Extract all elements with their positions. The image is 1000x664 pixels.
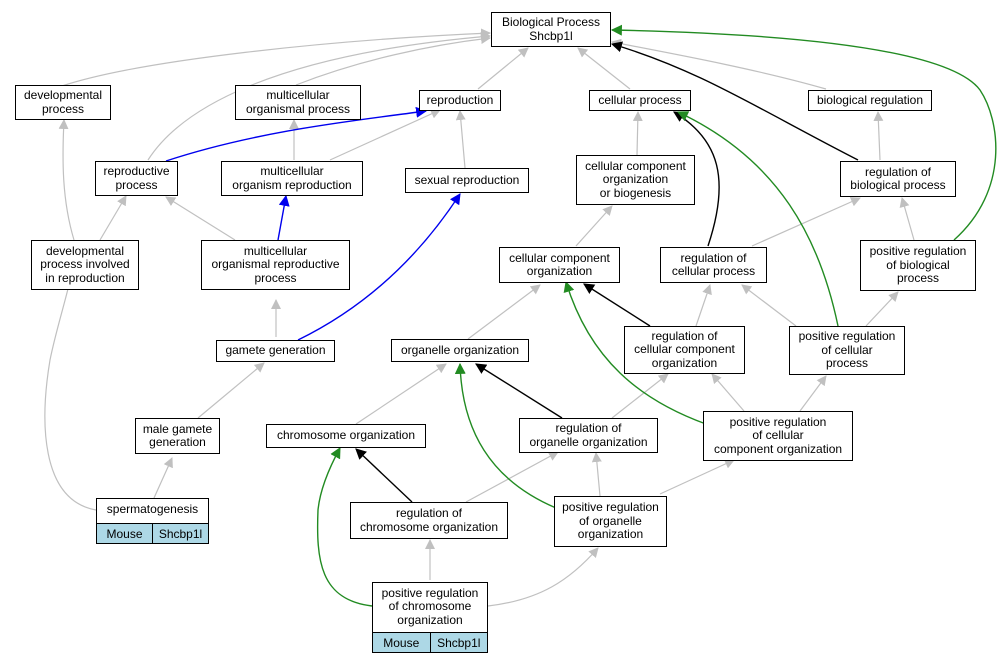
edge-rccorg-to-rcp [695, 284, 712, 327]
node-root[interactable]: Biological Process Shcbp1l [491, 12, 611, 47]
edge-prcp-to-rcp [741, 284, 797, 327]
node-prcco[interactable]: positive regulation of cellular componen… [703, 411, 853, 461]
edge-rco-to-roo [465, 451, 559, 503]
edge-prco-positively-regulates-chromosome-organization [316, 447, 373, 607]
edge-prcco-to-prcp [799, 375, 827, 412]
leaf-annotation-row: Mouse Shcbp1l [372, 632, 488, 653]
edge-ccob-to-cellular-process [632, 111, 643, 156]
edge-gamete-generation-part-of-sexual-reproduction [297, 193, 461, 341]
edge-dpir-to-developmental-process [58, 119, 75, 241]
node-rcp[interactable]: regulation of cellular process [660, 247, 767, 283]
edge-prco-to-proo [487, 547, 599, 607]
leaf-title: positive regulation of chromosome organi… [381, 585, 479, 627]
gene-cell: Shcbp1l [429, 633, 487, 652]
edge-reproduction-to-root [477, 47, 529, 90]
edge-rco-regulates-chromosome-organization [355, 448, 413, 503]
edge-male-gamete-generation-to-gamete-generation [197, 362, 265, 419]
node-roo[interactable]: regulation of organelle organization [519, 418, 658, 453]
node-gamete-generation[interactable]: gamete generation [216, 340, 335, 362]
edge-prbp-positively-regulates-root [610, 24, 997, 241]
edge-morp-to-reproductive-process [165, 196, 236, 241]
node-prcp[interactable]: positive regulation of cellular process [789, 326, 905, 375]
edge-roo-to-rccorg [611, 373, 669, 419]
node-rccorg[interactable]: regulation of cellular component organiz… [624, 326, 745, 374]
edge-prcp-positively-regulates-cellular-process [677, 111, 839, 327]
node-cco[interactable]: cellular component organization [499, 247, 620, 283]
edge-chromosome-organization-to-organelle-organization [355, 363, 447, 425]
leaf-positive-regulation-of-chromosome-organization[interactable]: positive regulation of chromosome organi… [372, 582, 488, 653]
leaf-annotation-row: Mouse Shcbp1l [96, 523, 209, 544]
node-rco[interactable]: regulation of chromosome organization [350, 502, 508, 539]
edge-prbp-to-regulation-of-biological-process [899, 197, 915, 241]
edge-developmental-process-to-root [61, 28, 491, 87]
leaf-title: spermatogenesis [106, 502, 199, 517]
edge-multicellular-organismal-process-to-root [295, 34, 491, 86]
edge-rcp-to-regulation-of-biological-process [751, 197, 861, 247]
node-cellular-process[interactable]: cellular process [589, 90, 691, 111]
edge-multicellular-organism-reproduction-to-reproduction [329, 109, 441, 161]
edge-rcp-regulates-cellular-process [673, 111, 720, 247]
edge-roo-regulates-organelle-organization [475, 363, 563, 419]
edge-dpir-to-reproductive-process [99, 195, 127, 241]
edge-cellular-process-to-root [577, 47, 631, 90]
node-proo[interactable]: positive regulation of organelle organiz… [554, 496, 667, 547]
edge-proo-to-prcco [659, 459, 735, 495]
node-multicellular-organism-reproduction[interactable]: multicellular organism reproduction [221, 161, 363, 196]
node-chromosome-organization[interactable]: chromosome organization [266, 424, 426, 448]
node-ccob[interactable]: cellular component organization or bioge… [576, 155, 695, 205]
edge-reproductive-process-part-of-reproduction [165, 106, 428, 162]
node-male-gamete-generation[interactable]: male gamete generation [135, 418, 220, 454]
edge-regulation-of-biological-process-to-biological-regulation [873, 111, 884, 161]
edge-biological-regulation-to-root [611, 38, 827, 90]
edge-prcp-to-prbp [865, 291, 899, 327]
node-sexual-reproduction[interactable]: sexual reproduction [405, 168, 529, 193]
node-organelle-organization[interactable]: organelle organization [391, 339, 529, 362]
node-developmental-process[interactable]: developmental process [15, 85, 111, 120]
edge-morp-part-of-multicellular-organism-reproduction [277, 194, 290, 241]
edge-spermatogenesis-to-dpir [44, 271, 97, 511]
gene-cell: Shcbp1l [152, 524, 208, 543]
edge-spermatogenesis-to-male-gamete-generation [153, 457, 173, 499]
node-reproduction[interactable]: reproduction [419, 90, 501, 111]
edge-rccorg-regulates-cco [583, 283, 651, 327]
node-prbp[interactable]: positive regulation of biological proces… [860, 240, 976, 291]
edge-sexual-reproduction-to-reproduction [455, 110, 466, 169]
leaf-spermatogenesis[interactable]: spermatogenesis Mouse Shcbp1l [96, 498, 209, 544]
edge-regulation-of-biological-process-regulates-root [610, 41, 859, 161]
edge-organelle-organization-to-cco [467, 284, 541, 340]
edge-proo-to-roo [591, 452, 602, 497]
edge-cco-to-ccob [575, 205, 613, 247]
species-cell: Mouse [373, 633, 430, 652]
edge-prcco-to-rccorg [711, 373, 745, 412]
edge-proo-positively-regulates-organelle-organization [454, 362, 557, 509]
edge-prcco-positively-regulates-cco [563, 280, 707, 425]
node-morp[interactable]: multicellular organismal reproductive pr… [201, 240, 350, 290]
node-regulation-of-biological-process[interactable]: regulation of biological process [840, 161, 956, 197]
species-cell: Mouse [97, 524, 152, 543]
node-reproductive-process[interactable]: reproductive process [95, 161, 178, 196]
node-dpir[interactable]: developmental process involved in reprod… [31, 240, 139, 290]
node-biological-regulation[interactable]: biological regulation [808, 90, 932, 111]
node-multicellular-organismal-process[interactable]: multicellular organismal process [235, 85, 361, 120]
